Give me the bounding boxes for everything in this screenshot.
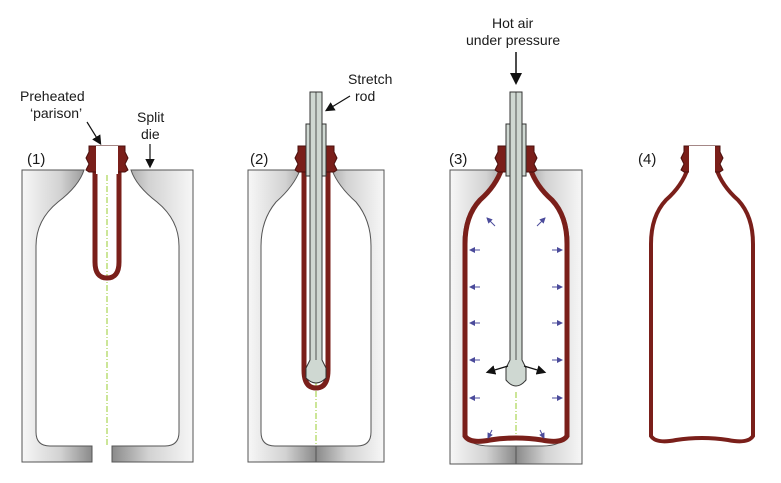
stage-4: (4) (638, 145, 755, 444)
step-number-3: (3) (449, 151, 467, 168)
stretched-parison (301, 160, 331, 391)
parison (92, 150, 122, 281)
parison-pointer (86, 121, 102, 146)
air-flow-arrow (485, 365, 509, 375)
parison-bore (96, 146, 118, 174)
bottle-bore (689, 146, 715, 174)
label-rod-line1: Stretch (348, 71, 392, 87)
finished-bottle (649, 167, 755, 444)
split-die-left (21, 169, 93, 463)
stage-2: (2) Stretch rod (247, 71, 392, 463)
label-parison-line2: ‘parison’ (30, 105, 82, 121)
pressure-arrows-right (536, 217, 563, 439)
step-number-2: (2) (250, 151, 268, 168)
pressure-arrows-left (469, 217, 496, 439)
label-die-line2: die (141, 126, 160, 142)
step-number-4: (4) (638, 151, 656, 168)
step-number-1: (1) (27, 151, 45, 168)
split-die-left (449, 169, 517, 465)
stage-1: (1) Preheated ‘parison’ Split die (20, 88, 194, 463)
split-die-right (111, 169, 194, 463)
split-die-right (315, 169, 385, 463)
label-air-line1: Hot air (492, 15, 534, 31)
split-die-left (247, 169, 317, 463)
label-rod-line2: rod (355, 88, 375, 104)
stage-3: (3) Hot air under pressure (449, 15, 583, 465)
label-parison-line1: Preheated (20, 88, 85, 104)
split-die-right (515, 169, 583, 465)
label-air-line2: under pressure (466, 32, 560, 48)
rod-pointer (324, 95, 351, 112)
inflated-bottle-wall (462, 167, 570, 444)
label-die-line1: Split (137, 109, 164, 125)
air-flow-arrow (523, 365, 547, 375)
